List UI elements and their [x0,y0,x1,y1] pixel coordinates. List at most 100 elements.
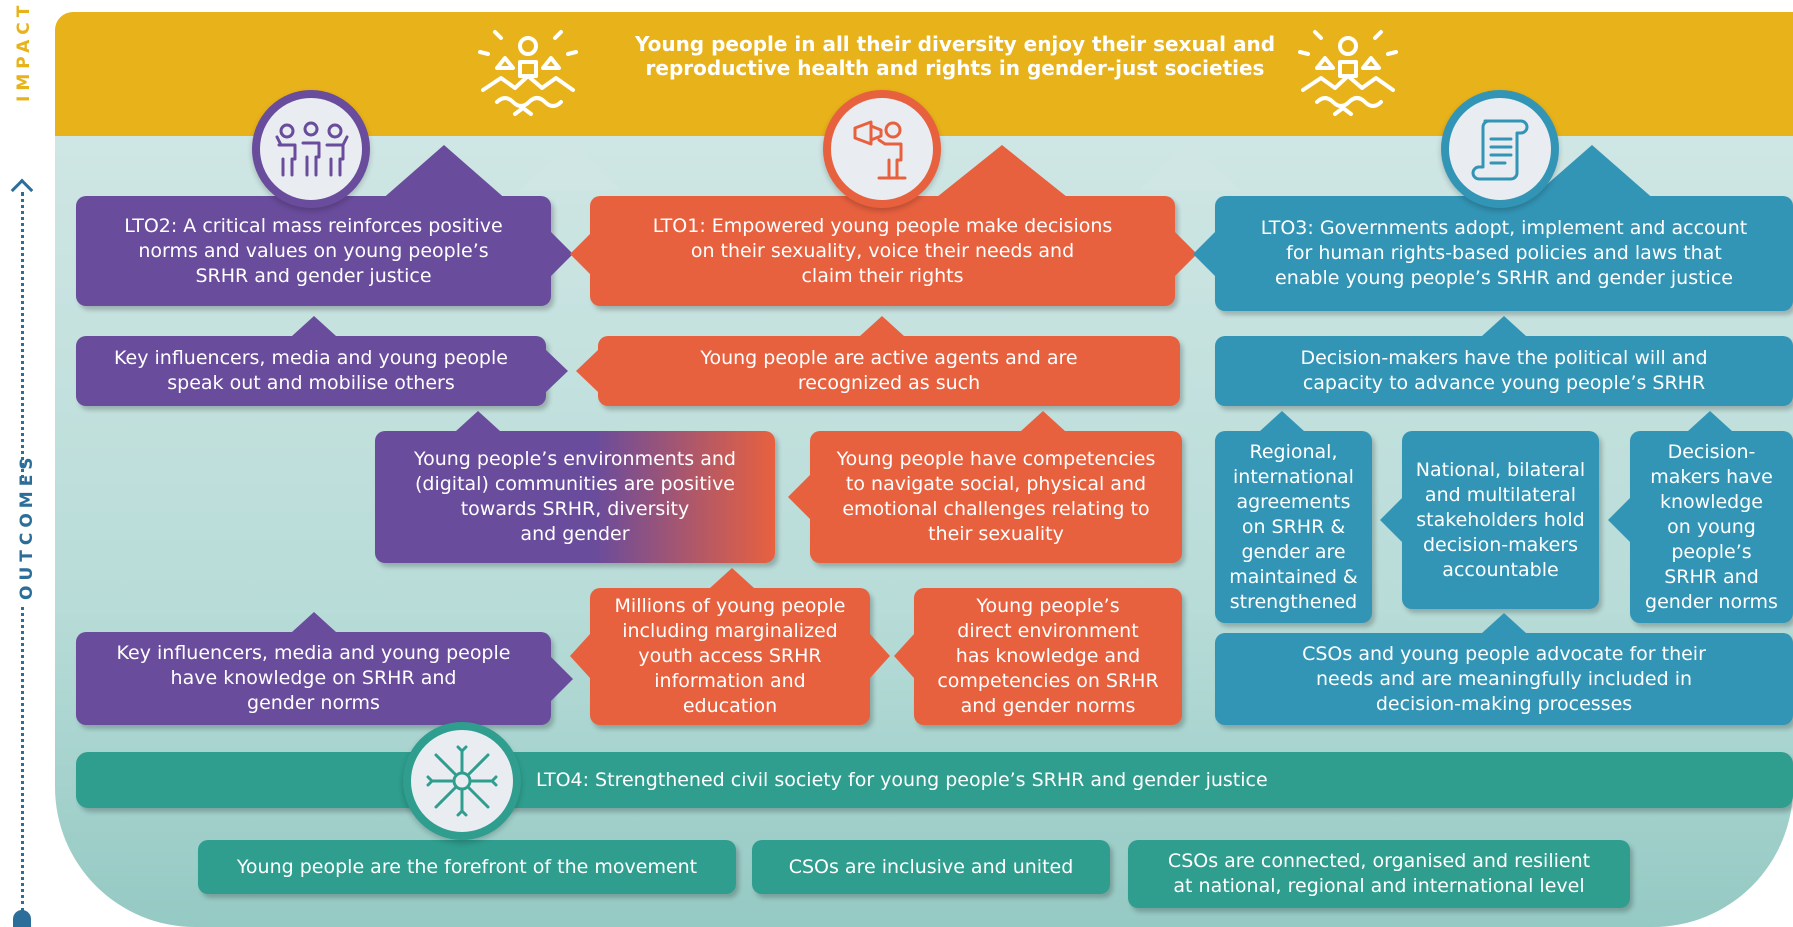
orange-active-agents-box: Young people are active agents and are r… [598,336,1180,406]
teal-forefront-box: Young people are the forefront of the mo… [198,840,736,894]
impact-text-line-1: Young people in all their diversity enjo… [634,32,1276,56]
millions-line-2: including marginalized [622,620,838,642]
millions-pointer-left [570,634,590,678]
community-mountain-icon [478,30,578,116]
competencies-peak [1021,411,1065,431]
direct-env-pointer [894,634,914,678]
speak-out-line-2: speak out and mobilise others [167,372,455,394]
direct-env-line-5: and gender norms [960,695,1136,717]
blue-political-will-box: Decision-makers have the political will … [1215,336,1793,406]
competencies-pointer [788,475,810,519]
blue-csos-advocate-box: CSOs and young people advocate for their… [1215,633,1793,725]
purple-speak-out-box: Key influencers, media and young people … [76,336,546,406]
direct-env-line-4: competencies on SRHR [937,670,1159,692]
community-mountain-icon-right [1298,30,1398,116]
active-agents-line-2: recognized as such [797,372,981,394]
lto3-pointer [1193,232,1215,276]
dm-knowledge-pointer [1608,498,1630,542]
speak-out-pointer [546,350,568,392]
hill-peak-1 [520,140,620,190]
regional-peak [1260,411,1304,431]
regional-line-1: Regional, [1249,440,1338,463]
lto3-line-1: LTO3: Governments adopt, implement and a… [1260,217,1748,239]
outcomes-side-label: OUTCOMES [17,452,37,606]
lto2-peak [380,145,508,201]
millions-line-4: information and [654,670,806,692]
national-line-5: accountable [1442,558,1559,581]
active-agents-pointer [576,350,598,392]
knowledge-line-2: have knowledge on SRHR and [170,667,457,689]
blue-dm-knowledge-box: Decision- makers have knowledge on young… [1630,431,1793,623]
blue-regional-box: Regional, international agreements on SR… [1215,431,1372,623]
dm-knowledge-line-3: knowledge [1659,490,1763,513]
connected-line-2: at national, regional and international … [1173,875,1585,897]
lto3-line-3: enable young people’s SRHR and gender ju… [1275,267,1733,289]
dm-knowledge-line-7: gender norms [1645,590,1778,613]
lto2-pointer [551,232,573,276]
lto3-box: LTO3: Governments adopt, implement and a… [1215,196,1793,311]
lto2-line-3: SRHR and gender justice [195,264,432,287]
regional-line-7: strengthened [1229,590,1358,613]
national-pointer [1380,498,1402,542]
inclusive-text: CSOs are inclusive and united [788,855,1074,878]
knowledge-line-1: Key influencers, media and young people [116,642,511,664]
impact-side-label: IMPACT [14,0,34,102]
direct-env-line-2: direct environment [957,620,1139,642]
millions-line-3: youth access SRHR [638,645,822,667]
lto1-pointer-left [570,232,592,276]
national-line-4: decision-makers [1422,533,1579,556]
environments-line-3: towards SRHR, diversity [460,498,690,520]
political-will-line-1: Decision-makers have the political will … [1300,347,1708,369]
forefront-text: Young people are the forefront of the mo… [236,855,698,878]
purple-environments-box: Young people’s environments and (digital… [375,431,775,563]
lto1-peak [932,145,1072,201]
csos-advocate-line-1: CSOs and young people advocate for their [1302,642,1706,665]
lto3-icon-circle [1441,90,1559,208]
speak-out-line-1: Key influencers, media and young people [114,347,508,369]
teal-connected-box: CSOs are connected, organised and resili… [1128,840,1630,908]
millions-pointer-right [870,634,890,678]
knowledge-line-3: gender norms [247,692,380,714]
outcomes-arrow-head-icon [10,178,34,202]
dm-knowledge-line-4: on young [1667,515,1756,538]
regional-line-5: gender are [1241,540,1346,563]
direct-env-line-3: has knowledge and [955,645,1141,667]
environments-line-4: and gender [520,523,630,545]
dm-knowledge-peak [1688,411,1732,431]
knowledge-peak [292,612,336,632]
lto1-pointer-right [1175,232,1197,276]
regional-line-3: agreements [1236,490,1351,513]
speak-out-peak [292,316,336,336]
purple-knowledge-box: Key influencers, media and young people … [76,632,551,725]
lto1-box: LTO1: Empowered young people make decisi… [590,196,1175,306]
environments-line-1: Young people’s environments and [414,448,736,470]
lto1-line-3: claim their rights [801,264,964,287]
political-will-peak [1482,316,1526,336]
regional-line-2: international [1233,465,1354,488]
csos-advocate-peak [1482,613,1526,633]
lto2-icon-circle [252,90,370,208]
lto4-text: LTO4: Strengthened civil society for you… [536,768,1268,791]
lto2-box: LTO2: A critical mass reinforces positiv… [76,196,551,306]
csos-advocate-line-3: decision-making processes [1375,692,1633,715]
national-line-3: stakeholders hold [1416,508,1585,531]
dm-knowledge-line-6: SRHR and [1664,565,1759,588]
orange-direct-env-box: Young people’s direct environment has kn… [914,588,1182,725]
megaphone-person-icon [853,120,907,180]
competencies-line-1: Young people have competencies [836,448,1156,470]
lto4-bar: LTO4: Strengthened civil society for you… [76,752,1793,808]
active-agents-peak [860,316,904,336]
millions-line-5: education [682,695,778,717]
national-line-1: National, bilateral [1415,458,1586,481]
political-will-line-2: capacity to advance young people’s SRHR [1302,372,1706,394]
millions-peak [710,568,754,588]
orange-competencies-box: Young people have competencies to naviga… [810,431,1182,563]
lto2-line-1: LTO2: A critical mass reinforces positiv… [124,214,503,237]
lto4-icon-circle [403,722,521,840]
dm-knowledge-line-5: people’s [1671,540,1752,563]
competencies-line-4: their sexuality [928,523,1064,545]
linked-hands-icon [426,745,498,817]
people-group-icon [275,121,349,177]
csos-advocate-line-2: needs and are meaningfully included in [1315,667,1693,690]
regional-line-4: on SRHR & [1241,515,1346,538]
